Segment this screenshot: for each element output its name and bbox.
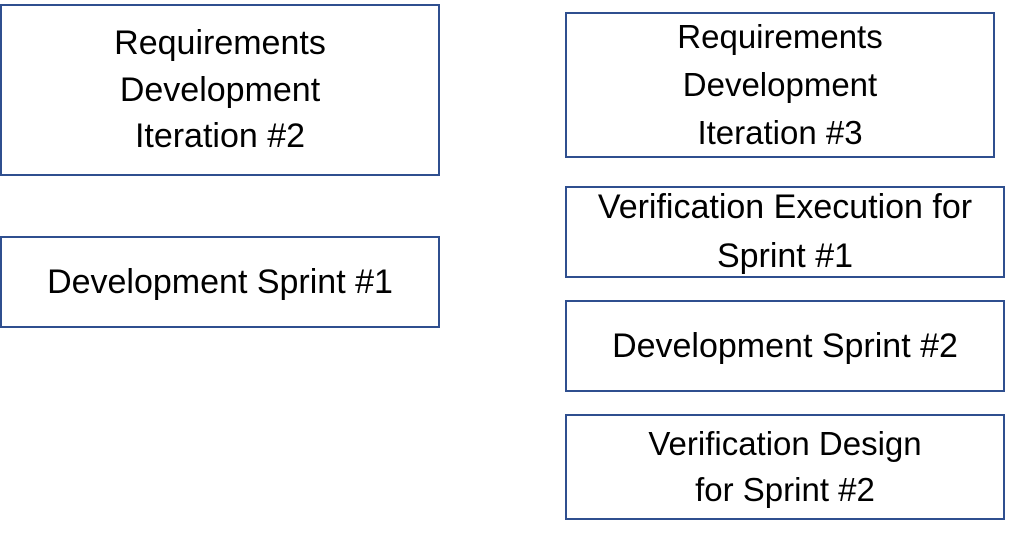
- development-sprint-2-box: Development Sprint #2: [565, 300, 1005, 392]
- verification-design-sprint-2-box: Verification Design for Sprint #2: [565, 414, 1005, 520]
- requirements-development-iteration-2-box: Requirements Development Iteration #2: [0, 4, 440, 176]
- development-sprint-1-box: Development Sprint #1: [0, 236, 440, 328]
- verification-execution-sprint-1-box: Verification Execution for Sprint #1: [565, 186, 1005, 278]
- requirements-development-iteration-3-box: Requirements Development Iteration #3: [565, 12, 995, 158]
